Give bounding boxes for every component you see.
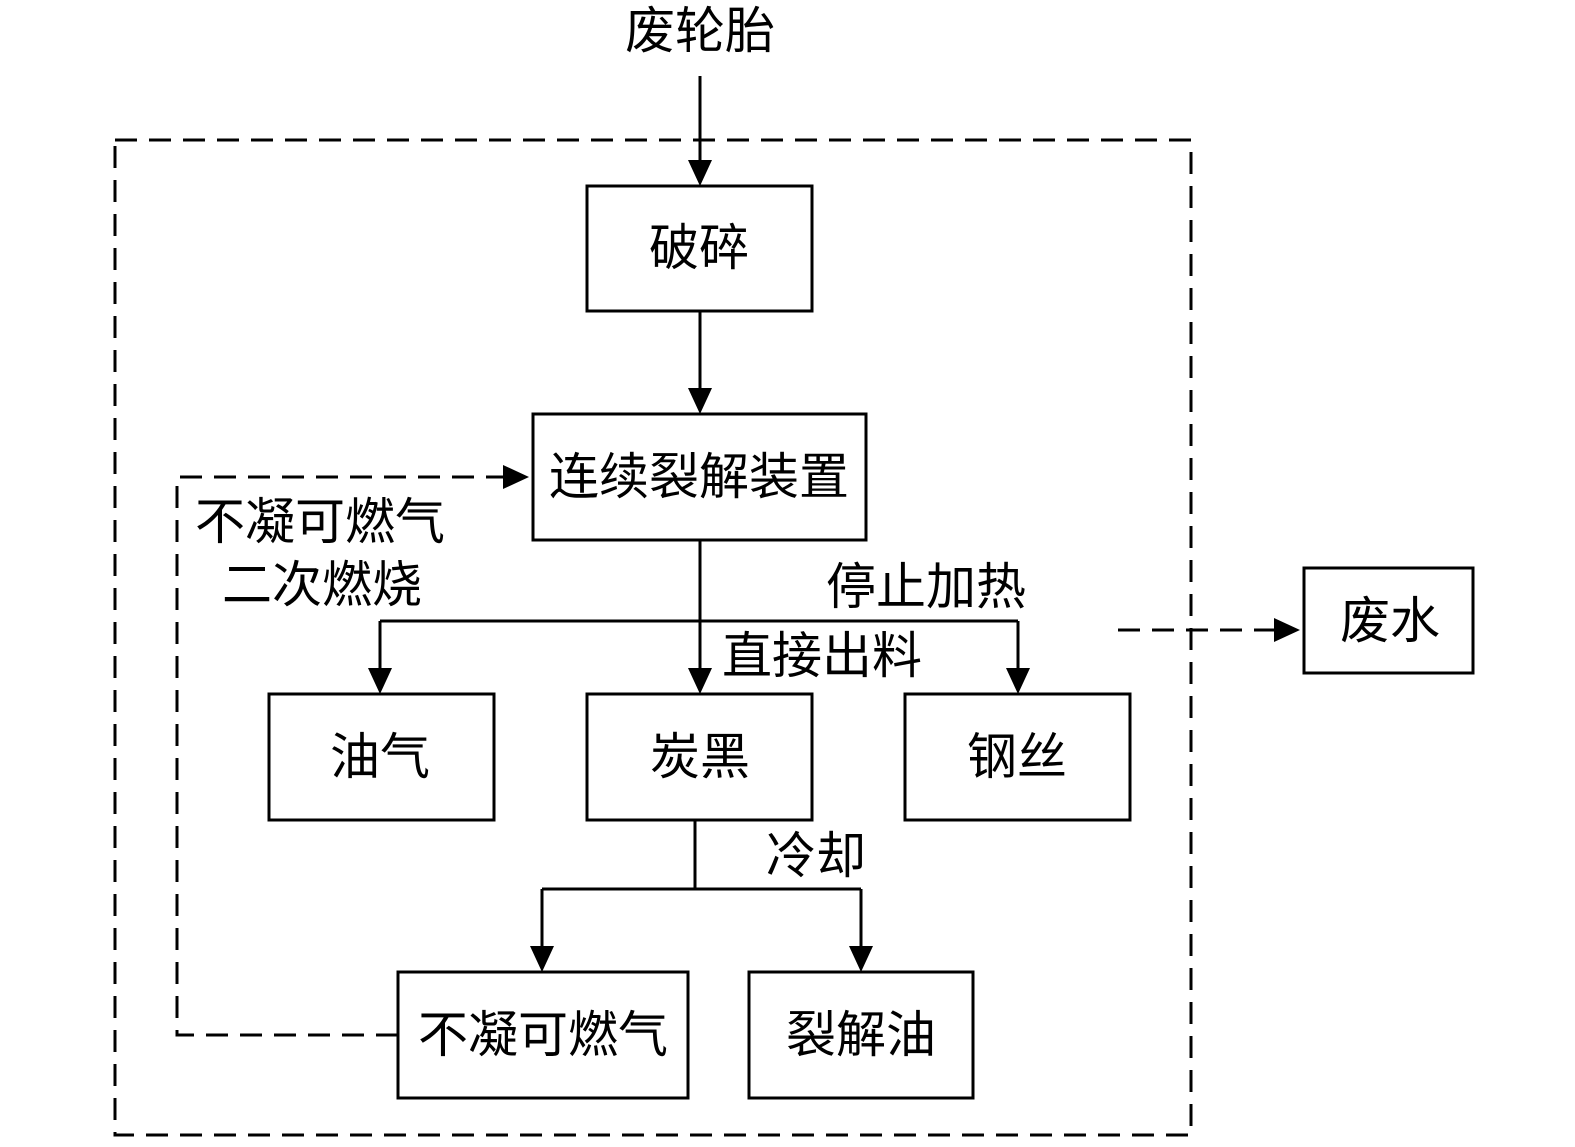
- oil-gas-node: 油气: [267, 692, 496, 822]
- input-label: 废轮胎: [625, 2, 775, 60]
- wastewater-arrow-head: [1274, 618, 1300, 642]
- oil-gas-box: [267, 692, 496, 822]
- steel-wire-box: [903, 692, 1132, 822]
- system-boundary: [113, 138, 1193, 1137]
- carbon-black-node: 炭黑: [585, 692, 814, 822]
- pyrolysis-oil-box: [747, 970, 975, 1100]
- crushing-node: 破碎: [585, 184, 814, 313]
- carbon-black-label: 炭黑: [650, 728, 750, 786]
- split-to-gas-arrow-head: [530, 946, 554, 972]
- noncondensable-gas-node: 不凝可燃气: [396, 970, 690, 1100]
- steel-wire-label: 钢丝: [967, 728, 1067, 786]
- recycle-dashed-line: [175, 475, 505, 1037]
- noncondensable-gas-box: [396, 970, 690, 1100]
- pyrolysis-oil-node: 裂解油: [747, 970, 975, 1100]
- crushing-box: [585, 184, 814, 313]
- split-to-oil-arrow-head: [849, 946, 873, 972]
- branch-to-oil-gas-arrow-head: [368, 668, 392, 694]
- stop-heating-label: 停止加热: [826, 558, 1026, 616]
- steel-wire-node: 钢丝: [903, 692, 1132, 822]
- carbon-black-box: [585, 692, 814, 822]
- crushing-label: 破碎: [649, 219, 749, 277]
- recycle-label-line1: 不凝可燃气: [195, 493, 445, 551]
- wastewater-node: 废水: [1302, 566, 1475, 675]
- pyrolysis-unit-label: 连续裂解装置: [549, 448, 849, 506]
- cooling-label: 冷却: [766, 827, 866, 885]
- wastewater-label: 废水: [1340, 592, 1440, 650]
- wastewater-box: [1302, 566, 1475, 675]
- pyrolysis-oil-label: 裂解油: [786, 1006, 936, 1064]
- crushing-to-pyrolysis-arrow-head: [688, 388, 712, 414]
- recycle-arrow-head: [503, 465, 529, 489]
- pyrolysis-unit-node: 连续裂解装置: [531, 412, 868, 542]
- noncondensable-gas-label: 不凝可燃气: [418, 1006, 668, 1064]
- branch-to-steel-arrow-head: [1006, 668, 1030, 694]
- pyrolysis-to-carbon-arrow-head: [688, 668, 712, 694]
- input-arrow-head: [688, 160, 712, 186]
- oil-gas-label: 油气: [330, 728, 430, 786]
- recycle-label-line2: 二次燃烧: [222, 556, 422, 614]
- direct-discharge-label: 直接出料: [722, 627, 922, 685]
